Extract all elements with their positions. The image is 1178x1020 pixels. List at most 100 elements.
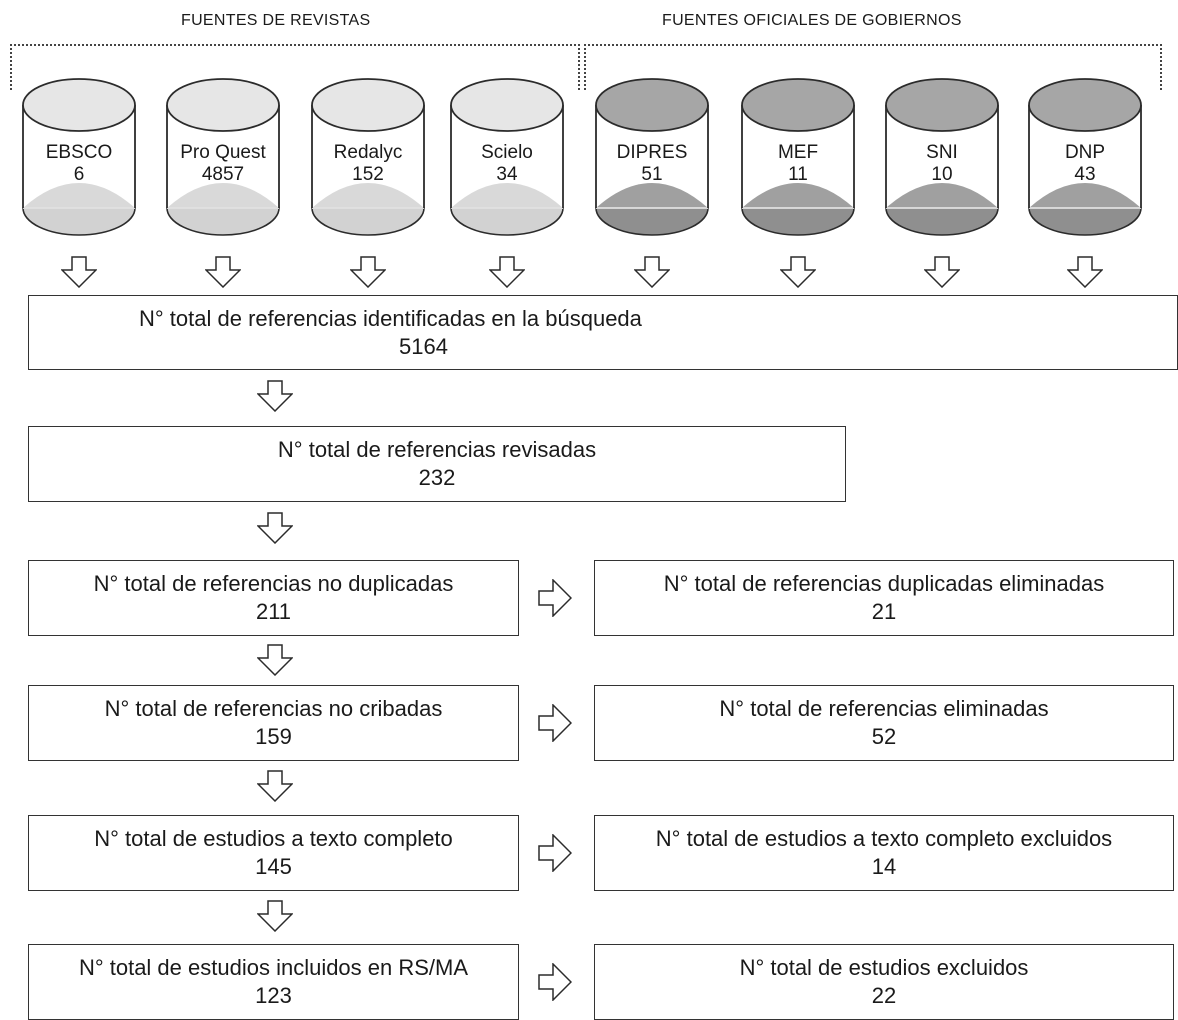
down-arrow-icon — [60, 256, 98, 289]
cylinder-graphic — [1028, 78, 1142, 236]
box-label: N° total de estudios a texto completo ex… — [655, 826, 1113, 851]
right-arrow-icon — [538, 578, 573, 618]
down-arrow-icon — [633, 256, 671, 289]
down-arrow-icon — [256, 380, 294, 413]
down-arrow-icon — [488, 256, 526, 289]
box-value: 211 — [255, 599, 292, 624]
box-label: N° total de referencias no duplicadas — [93, 571, 454, 596]
box-value: 14 — [871, 854, 897, 879]
box-label: N° total de referencias identificadas en… — [139, 305, 642, 331]
arrow-shape — [538, 962, 573, 1002]
down-arrow-icon — [349, 256, 387, 289]
source-name: EBSCO — [45, 142, 113, 163]
down-arrow-icon — [256, 770, 294, 803]
box-label: N° total de referencias revisadas — [277, 437, 597, 462]
arrow-shape — [256, 512, 294, 545]
database-cylinder-scielo: Scielo 34 — [450, 78, 564, 238]
arrow-shape — [488, 256, 526, 289]
source-name: Pro Quest — [180, 142, 266, 163]
down-arrow-icon — [923, 256, 961, 289]
box-value: 22 — [871, 983, 897, 1008]
excluded-studies-box: N° total de estudios excluidos 22 — [594, 944, 1174, 1020]
included-studies-box: N° total de estudios incluidos en RS/MA … — [28, 944, 519, 1020]
box-value: 145 — [255, 854, 292, 879]
source-name: DNP — [1064, 142, 1106, 163]
full-text-excluded-box: N° total de estudios a texto completo ex… — [594, 815, 1174, 891]
box-label: N° total de referencias duplicadas elimi… — [663, 571, 1105, 596]
right-arrow-icon — [538, 962, 573, 1002]
source-count: 43 — [1074, 164, 1096, 185]
box-value: 52 — [871, 724, 897, 749]
source-name: Scielo — [481, 142, 533, 163]
cylinder-graphic — [450, 78, 564, 236]
arrow-shape — [349, 256, 387, 289]
source-name: SNI — [926, 142, 958, 163]
cylinder-graphic — [885, 78, 999, 236]
down-arrow-icon — [1066, 256, 1104, 289]
cylinder-graphic — [595, 78, 709, 236]
removed-references-box: N° total de referencias eliminadas 52 — [594, 685, 1174, 761]
arrow-shape — [1066, 256, 1104, 289]
full-text-studies-box: N° total de estudios a texto completo 14… — [28, 815, 519, 891]
source-count: 4857 — [201, 164, 245, 185]
arrow-shape — [256, 770, 294, 803]
non-duplicated-references-box: N° total de referencias no duplicadas 21… — [28, 560, 519, 636]
box-value: 159 — [255, 724, 292, 749]
database-cylinder-proquest: Pro Quest 4857 — [166, 78, 280, 238]
arrow-shape — [256, 900, 294, 933]
arrow-shape — [779, 256, 817, 289]
down-arrow-icon — [204, 256, 242, 289]
duplicates-removed-box: N° total de referencias duplicadas elimi… — [594, 560, 1174, 636]
arrow-shape — [923, 256, 961, 289]
box-label: N° total de referencias eliminadas — [719, 696, 1049, 721]
down-arrow-icon — [256, 644, 294, 677]
cylinder-graphic — [166, 78, 280, 236]
identified-references-box: N° total de referencias identificadas en… — [28, 295, 1178, 370]
journal-sources-bracket — [10, 44, 580, 90]
source-count: 10 — [931, 164, 953, 185]
right-arrow-icon — [538, 703, 573, 743]
source-count: 6 — [73, 164, 85, 185]
cylinder-graphic — [741, 78, 855, 236]
journal-sources-heading: FUENTES DE REVISTAS — [181, 12, 371, 29]
source-name: DIPRES — [616, 142, 688, 163]
down-arrow-icon — [779, 256, 817, 289]
box-value: 232 — [418, 465, 456, 490]
database-cylinder-mef: MEF 11 — [741, 78, 855, 238]
down-arrow-icon — [256, 900, 294, 933]
source-name: Redalyc — [333, 142, 403, 163]
box-label: N° total de referencias no cribadas — [104, 696, 443, 721]
source-count: 152 — [352, 164, 384, 185]
non-screened-references-box: N° total de referencias no cribadas 159 — [28, 685, 519, 761]
source-count: 34 — [496, 164, 518, 185]
box-value: 21 — [871, 599, 897, 624]
right-arrow-icon — [538, 833, 573, 873]
government-sources-heading: FUENTES OFICIALES DE GOBIERNOS — [662, 12, 962, 29]
database-cylinder-dnp: DNP 43 — [1028, 78, 1142, 238]
box-label: N° total de estudios a texto completo — [94, 826, 453, 851]
box-value: 5164 — [399, 333, 448, 359]
box-label: N° total de estudios excluidos — [739, 955, 1029, 980]
box-label: N° total de estudios incluidos en RS/MA — [78, 955, 469, 980]
cylinder-graphic — [311, 78, 425, 236]
reviewed-references-box: N° total de referencias revisadas 232 — [28, 426, 846, 502]
arrow-shape — [538, 703, 573, 743]
arrow-shape — [538, 578, 573, 618]
source-count: 11 — [788, 164, 808, 185]
database-cylinder-dipres: DIPRES 51 — [595, 78, 709, 238]
arrow-shape — [538, 833, 573, 873]
source-count: 51 — [641, 164, 663, 185]
arrow-shape — [256, 380, 294, 413]
arrow-shape — [204, 256, 242, 289]
database-cylinder-sni: SNI 10 — [885, 78, 999, 238]
box-value: 123 — [255, 983, 292, 1008]
database-cylinder-redalyc: Redalyc 152 — [311, 78, 425, 238]
arrow-shape — [633, 256, 671, 289]
arrow-shape — [256, 644, 294, 677]
source-name: MEF — [777, 142, 819, 163]
down-arrow-icon — [256, 512, 294, 545]
cylinder-graphic — [22, 78, 136, 236]
arrow-shape — [60, 256, 98, 289]
database-cylinder-ebsco: EBSCO 6 — [22, 78, 136, 238]
government-sources-bracket — [584, 44, 1162, 90]
